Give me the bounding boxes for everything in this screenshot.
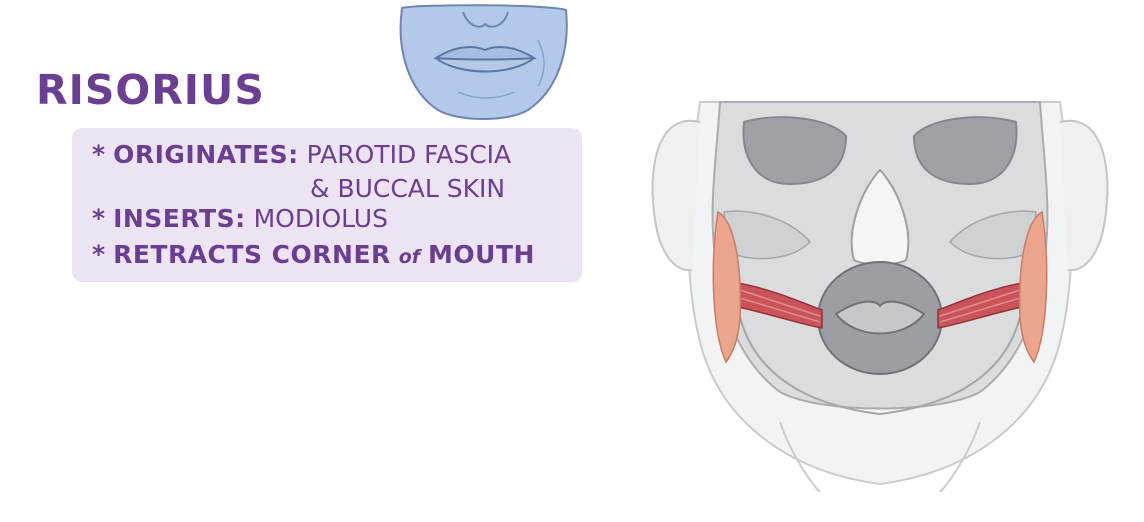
right-risorius-striations <box>939 289 1021 323</box>
inserts-value: MODIOLUS <box>253 204 388 233</box>
left-risorius-striations <box>739 289 821 323</box>
chin-line <box>457 91 515 99</box>
right-cheek-line <box>537 39 545 87</box>
right-orbit <box>912 116 1018 186</box>
right-parotid-fascia <box>1018 210 1048 364</box>
face-skin <box>399 4 568 120</box>
bullet-star: * <box>92 204 106 233</box>
originates-label: ORIGINATES: <box>113 140 299 169</box>
left-orbit <box>742 116 848 186</box>
bullet-star: * <box>92 240 106 269</box>
action-part2: of <box>398 246 421 268</box>
inserts-label: INSERTS: <box>113 204 246 233</box>
right-ear <box>1059 119 1109 272</box>
left-zygomatic <box>723 210 812 260</box>
fact-originates: *ORIGINATES:PAROTID FASCIA & BUCCAL SKIN <box>92 140 512 201</box>
lips <box>834 300 926 335</box>
left-parotid-fascia <box>712 210 742 364</box>
originates-value-line2: & BUCCAL SKIN <box>310 174 506 203</box>
action-part1: RETRACTS CORNER <box>113 240 391 269</box>
facts-box: *ORIGINATES:PAROTID FASCIA & BUCCAL SKIN… <box>72 128 582 282</box>
lower-face-thumbnail <box>399 4 568 120</box>
neck <box>779 421 981 492</box>
left-ear <box>651 119 701 272</box>
originates-value-line1: PAROTID FASCIA <box>306 140 512 169</box>
right-zygomatic <box>948 210 1037 260</box>
bullet-star: * <box>92 140 106 169</box>
fact-action: *RETRACTS CORNER of MOUTH <box>92 242 535 267</box>
action-part3: MOUTH <box>428 240 535 269</box>
upper-lip <box>432 46 538 61</box>
lower-lip <box>435 57 535 73</box>
muscle-title: RISORIUS <box>36 66 265 114</box>
nose-base <box>462 11 509 28</box>
skull-risorius-illustration <box>651 101 1109 492</box>
mandible <box>735 291 1025 416</box>
fact-inserts: *INSERTS:MODIOLUS <box>92 206 388 231</box>
